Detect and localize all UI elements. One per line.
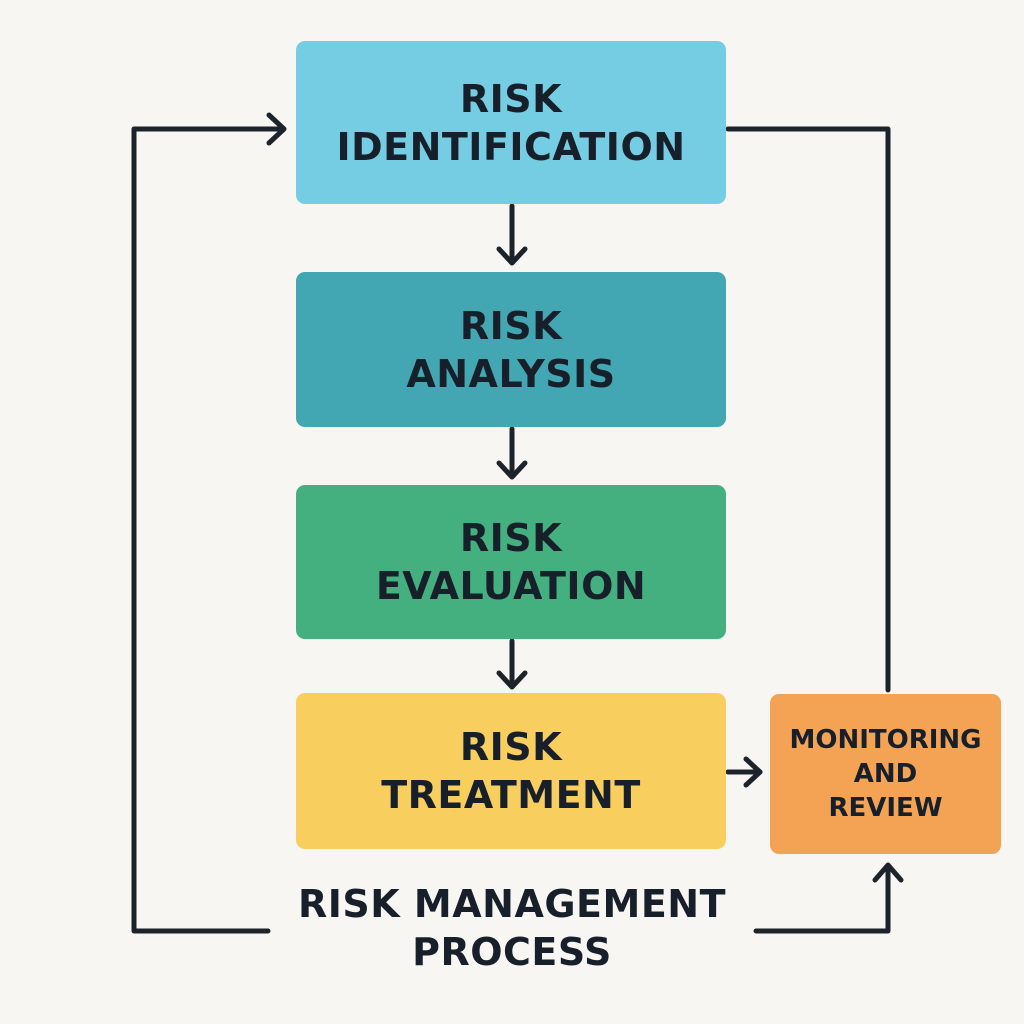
risk-treatment-label-line2: TREATMENT: [381, 773, 641, 817]
risk-evaluation-label-line2: EVALUATION: [375, 564, 647, 608]
risk-identification-label-line2: IDENTIFICATION: [336, 124, 686, 169]
arrowhead-treatment-to-monitoring: [743, 756, 763, 788]
arrowhead-analysis-to-evaluation: [496, 460, 528, 480]
caption-line1: RISK MANAGEMENT: [297, 882, 727, 926]
loop-bottom-right-arrowhead: [872, 862, 904, 883]
monitoring-label-line3: REVIEW: [828, 793, 943, 823]
caption-line2: PROCESS: [412, 930, 612, 974]
loop-bottom-right-line: [753, 863, 891, 934]
risk-analysis-box: RISK ANALYSIS: [296, 272, 726, 427]
risk-treatment-label-line1: RISK: [459, 725, 563, 769]
risk-evaluation-label-line1: RISK: [459, 516, 563, 560]
risk-analysis-label-line2: ANALYSIS: [406, 351, 616, 396]
monitoring-and-review-box: MONITORING AND REVIEW: [770, 694, 1001, 854]
risk-analysis-label-line1: RISK: [459, 303, 563, 348]
risk-identification-label-line1: RISK: [459, 76, 563, 121]
risk-treatment-box: RISK TREATMENT: [296, 693, 726, 849]
monitoring-label-line1: MONITORING: [789, 725, 982, 755]
loop-left-arrowhead: [266, 112, 287, 146]
arrowhead-identification-to-analysis: [496, 246, 528, 266]
diagram-caption: RISK MANAGEMENT PROCESS: [262, 880, 762, 976]
loop-right-line: [725, 126, 891, 693]
risk-evaluation-box: RISK EVALUATION: [296, 485, 726, 639]
loop-left-line: [131, 126, 286, 934]
monitoring-label-line2: AND: [853, 759, 918, 789]
arrowhead-evaluation-to-treatment: [496, 670, 528, 690]
risk-identification-box: RISK IDENTIFICATION: [296, 41, 726, 204]
